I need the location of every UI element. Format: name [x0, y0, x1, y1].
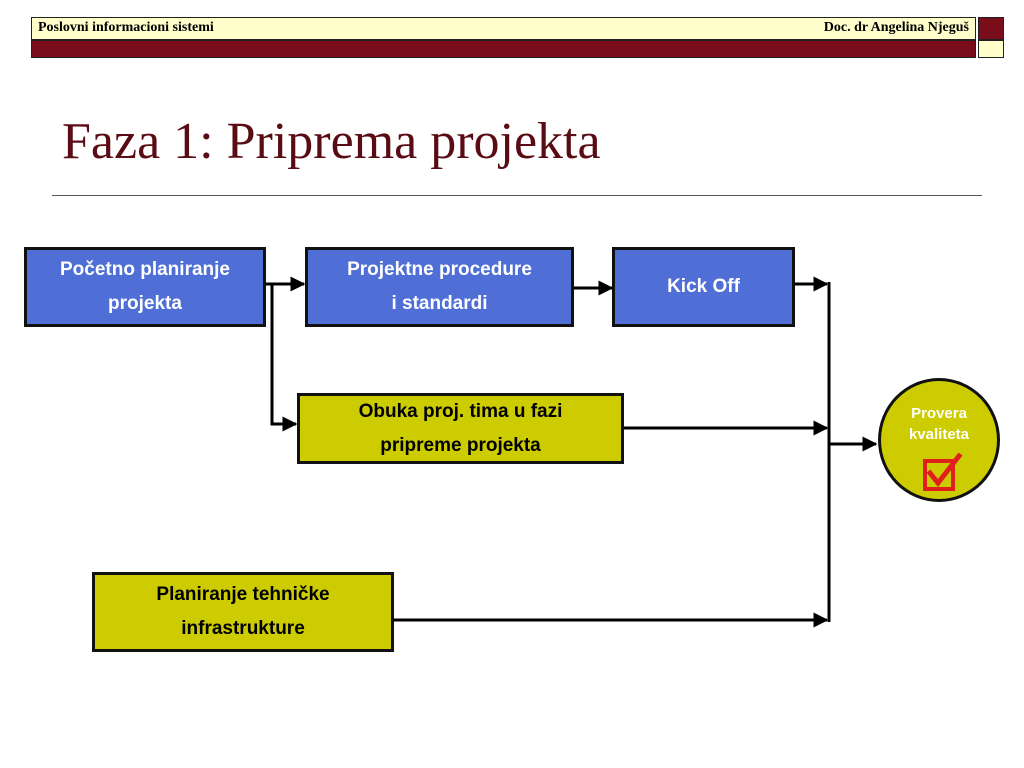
quality-line2: kvaliteta [908, 426, 970, 443]
node-initial-planning: Početno planiranje projekta [24, 247, 266, 327]
node-procedures: Projektne procedure i standardi [305, 247, 574, 327]
title-divider [52, 195, 982, 196]
header-bar: Poslovni informacioni sistemi Doc. dr An… [31, 17, 976, 40]
node-team-training-line1: Obuka proj. tima u fazi [358, 400, 563, 422]
header-stripe [31, 40, 976, 58]
node-kickoff: Kick Off [612, 247, 795, 327]
course-title: Poslovni informacioni sistemi [38, 20, 214, 35]
node-tech-infra: Planiranje tehničke infrastrukture [92, 572, 394, 652]
edge-initial-to-training [270, 284, 298, 432]
node-procedures-line2: i standardi [391, 293, 488, 314]
quality-line1: Provera [911, 405, 967, 422]
node-tech-infra-line1: Planiranje tehničke [156, 584, 330, 605]
node-kickoff-label: Kick Off [667, 276, 740, 297]
node-quality-check: Provera kvaliteta [878, 378, 1000, 502]
author-name: Doc. dr Angelina Njeguš [823, 20, 969, 35]
node-team-training: Obuka proj. tima u fazi pripreme projekt… [297, 393, 624, 464]
node-tech-infra-line2: infrastrukture [181, 618, 305, 639]
checkbox-checked-icon [923, 453, 963, 491]
node-initial-planning-line1: Početno planiranje [60, 259, 230, 280]
header-corner-top [978, 17, 1004, 40]
node-initial-planning-line2: projekta [108, 293, 182, 314]
node-procedures-line1: Projektne procedure [347, 259, 532, 280]
slide-title: Faza 1: Priprema projekta [62, 113, 601, 170]
node-team-training-line2: pripreme projekta [380, 434, 541, 456]
header-corner-bottom [978, 40, 1004, 58]
